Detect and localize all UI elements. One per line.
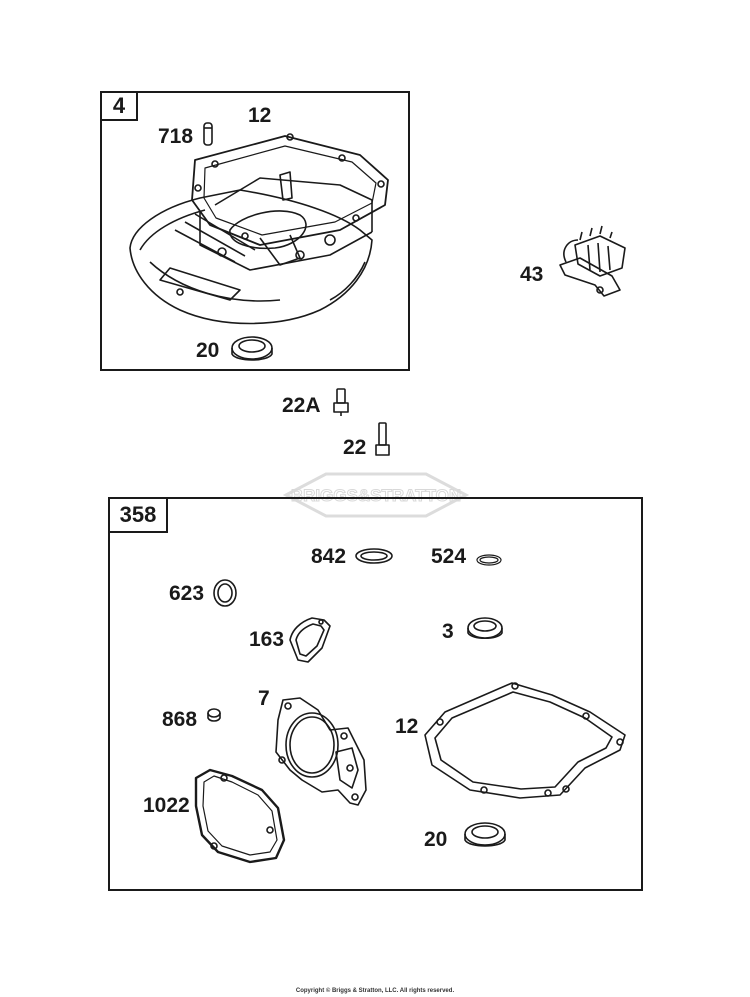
label-3: 3 (442, 620, 454, 643)
governor-assembly-43[interactable] (559, 225, 626, 297)
crankcase-gasket-12[interactable] (424, 682, 626, 799)
dowel-pin-718[interactable] (203, 122, 213, 146)
label-524: 524 (431, 545, 467, 568)
gasket-kit-box (108, 497, 643, 891)
oil-seal-20-top[interactable] (231, 336, 273, 361)
label-12-crankcase-gasket: 12 (395, 715, 419, 738)
label-623: 623 (169, 582, 205, 605)
watermark-text: BRIGGS&STRATTON (291, 486, 461, 505)
gasket-1022[interactable] (194, 768, 286, 864)
brand-watermark: BRIGGS&STRATTON (282, 472, 470, 518)
label-20-top: 20 (196, 339, 220, 362)
label-22: 22 (343, 436, 367, 459)
label-842: 842 (311, 545, 347, 568)
oil-seal-20-kit[interactable] (464, 822, 506, 847)
copyright-notice: Copyright © Briggs & Stratton, LLC. All … (295, 988, 455, 994)
bolt-22[interactable] (375, 422, 390, 456)
assembly-kit-tag[interactable]: 4 (102, 93, 138, 121)
crankcase-sump[interactable] (129, 171, 373, 325)
screw-868[interactable] (207, 708, 221, 722)
label-43: 43 (520, 263, 544, 286)
label-22a: 22A (282, 394, 321, 417)
o-ring-524[interactable] (476, 554, 502, 566)
label-718: 718 (158, 125, 194, 148)
label-1022: 1022 (143, 794, 190, 817)
label-12-sump-gasket: 12 (248, 104, 272, 127)
label-7: 7 (258, 687, 270, 710)
bolt-22a[interactable] (333, 388, 349, 416)
sump-gasket-12[interactable] (191, 133, 389, 246)
label-163: 163 (249, 628, 285, 651)
assembly-box (100, 91, 410, 371)
oil-seal-3[interactable] (467, 617, 503, 640)
gasket-kit-tag[interactable]: 358 (110, 499, 168, 533)
gasket-163[interactable] (289, 617, 331, 663)
label-868: 868 (162, 708, 198, 731)
o-ring-842[interactable] (355, 548, 393, 564)
cylinder-head-gasket-7[interactable] (275, 697, 367, 806)
ring-623[interactable] (213, 579, 237, 607)
label-20-kit: 20 (424, 828, 448, 851)
